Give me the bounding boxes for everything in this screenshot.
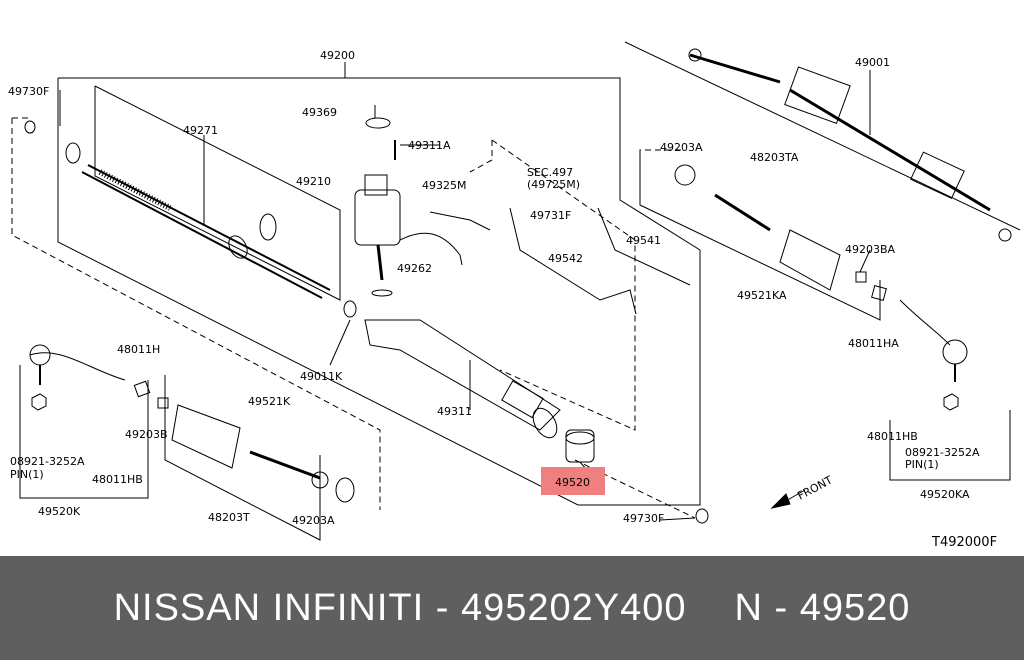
label-49001: 49001	[855, 56, 890, 69]
assembly-frame	[57, 77, 701, 506]
label-48011hb-right: 48011HB	[867, 430, 918, 443]
label-pin-left: PIN(1)	[10, 468, 44, 481]
label-08921-left: 08921-3252A	[10, 455, 85, 468]
label-49369: 49369	[302, 106, 337, 119]
part-reference: N - 49520	[734, 586, 911, 629]
label-49521ka: 49521KA	[737, 289, 787, 302]
label-49203a-right: 49203A	[660, 141, 703, 154]
label-sec497: SEC.497	[527, 166, 573, 179]
part-number-title: NISSAN INFINITI - 495202Y400	[113, 586, 687, 629]
label-49311: 49311	[437, 405, 472, 418]
label-48011h: 48011H	[117, 343, 160, 356]
label-front: FRONT	[795, 473, 835, 502]
label-49520k: 49520K	[38, 505, 81, 518]
label-48203t: 48203T	[208, 511, 250, 524]
label-49203b: 49203B	[125, 428, 168, 441]
label-49520ka: 49520KA	[920, 488, 970, 501]
label-49731f: 49731F	[530, 209, 571, 222]
label-49542: 49542	[548, 252, 583, 265]
highlight-box	[541, 467, 605, 495]
label-49200: 49200	[320, 49, 355, 62]
label-49730f-bottom: 49730F	[623, 512, 664, 525]
label-sec497-sub: (49725M)	[527, 178, 580, 191]
label-49011k: 49011K	[300, 370, 343, 383]
label-49541: 49541	[626, 234, 661, 247]
label-49210: 49210	[296, 175, 331, 188]
label-49311a: 49311A	[408, 139, 451, 152]
label-49262: 49262	[397, 262, 432, 275]
label-49271: 49271	[183, 124, 218, 137]
diagram-code: T492000F	[931, 535, 997, 550]
label-pin-right: PIN(1)	[905, 458, 939, 471]
label-49521k: 49521K	[248, 395, 291, 408]
label-08921-right: 08921-3252A	[905, 446, 980, 459]
label-48011ha: 48011HA	[848, 337, 899, 350]
label-49730f-top: 49730F	[8, 85, 49, 98]
label-48203ta: 48203TA	[750, 151, 799, 164]
label-48011hb-left: 48011HB	[92, 473, 143, 486]
label-49325m: 49325M	[422, 179, 466, 192]
label-49203ba: 49203BA	[845, 243, 896, 256]
label-49520: 49520	[555, 476, 590, 489]
parts-diagram: 49200 49730F 49271 49369 49311A 49210 49…	[8, 41, 1021, 550]
label-49203a-left: 49203A	[292, 514, 335, 527]
title-banner: NISSAN INFINITI - 495202Y400 N - 49520	[0, 556, 1024, 660]
